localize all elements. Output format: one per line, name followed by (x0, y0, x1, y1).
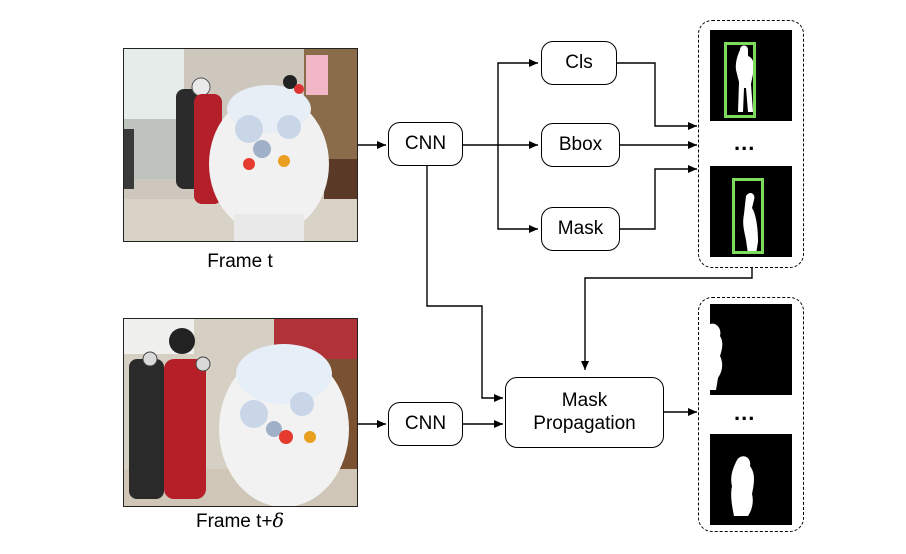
frame-t-delta-image (123, 318, 358, 507)
arrow-cls-to-output (617, 62, 697, 130)
detection-output-1 (710, 30, 792, 121)
frame-t-delta-label-prefix: Frame t+ (195, 511, 273, 532)
frame-t-image (123, 48, 358, 242)
detection-output-ellipsis: ... (734, 130, 756, 155)
arrow-cnn-to-mask (497, 145, 538, 233)
frame-t-delta-scene (124, 319, 357, 506)
mask-propagation-line2: Propagation (533, 412, 636, 434)
cls-node: Cls (541, 41, 617, 85)
cnn-top-node: CNN (388, 122, 463, 166)
delta-symbol: δ (272, 510, 284, 532)
mask-propagation-line1: Mask (561, 389, 608, 411)
person-silhouette-1 (735, 45, 754, 112)
propagation-output-1 (710, 304, 792, 395)
arrow-mask-to-output (620, 165, 697, 230)
frame-t-scene (124, 49, 357, 241)
arrow-cnn-top-to-propagation (426, 165, 503, 402)
bbox-node: Bbox (541, 123, 620, 167)
detection-output-2 (710, 166, 792, 257)
frame-t-label: Frame t (207, 251, 273, 272)
bbox-overlay-1 (724, 42, 756, 118)
propagation-output-group (698, 297, 804, 532)
arrow-cnn-to-cls (497, 59, 538, 145)
propagation-output-ellipsis: ... (734, 400, 756, 425)
cnn-bottom-node: CNN (388, 402, 463, 446)
mask-node: Mask (541, 207, 620, 251)
propagation-output-2 (710, 434, 792, 525)
propagated-silhouette-1 (710, 323, 723, 390)
mask-propagation-node: Mask Propagation (505, 377, 664, 448)
detection-output-group (698, 20, 804, 268)
frame-t-delta-label: Frame t+δ (170, 510, 310, 533)
person-silhouette-2 (743, 193, 758, 254)
bbox-overlay-2 (732, 178, 764, 254)
propagated-silhouette-2 (731, 456, 754, 516)
arrow-output-to-propagation (581, 268, 753, 370)
